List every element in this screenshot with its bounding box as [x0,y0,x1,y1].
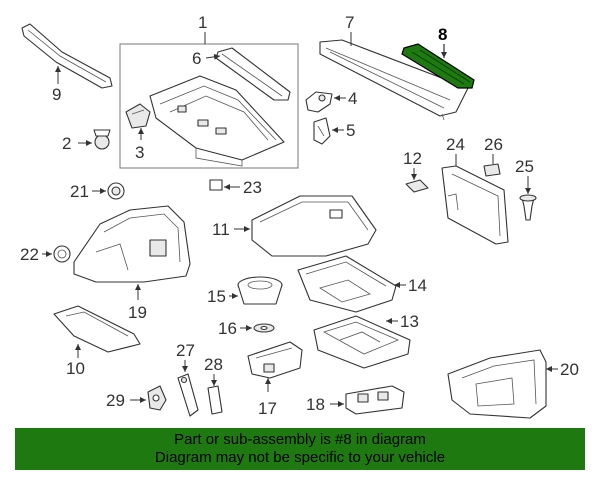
part-9-rail[interactable] [21,23,113,89]
sub-assembly-box-1 [119,43,299,169]
part-13-tub[interactable] [313,315,411,369]
callout-18: 18 [306,395,325,414]
callout-16: 16 [218,319,237,338]
part-3-bracket[interactable] [125,103,151,129]
callout-17: 17 [258,399,277,418]
part-7-cover[interactable] [319,39,469,121]
callout-6: 6 [192,49,201,68]
part-8-highlighted[interactable] [401,43,475,89]
banner-line-2: Diagram may not be specific to your vehi… [154,449,446,466]
callout-2: 2 [62,134,71,153]
callout-3: 3 [135,143,144,162]
callout-11: 11 [212,220,230,239]
callout-10: 10 [66,359,85,378]
callout-29: 29 [106,391,125,410]
banner-line-1: Part or sub-assembly is #8 in diagram [174,431,426,448]
callout-23: 23 [243,178,262,197]
callout-4: 4 [348,89,357,108]
part-17-holder[interactable] [247,341,303,379]
part-24-side-trim[interactable] [441,165,509,245]
callout-14: 14 [408,276,427,295]
callout-22: 22 [20,245,39,264]
part-12-clip[interactable] [405,179,429,193]
callout-7: 7 [345,13,354,32]
part-20-side-trim[interactable] [447,349,547,419]
part-19-side-trim[interactable] [73,205,191,283]
part-21-grommet[interactable] [107,182,125,200]
part-25-push-pin[interactable] [519,194,537,221]
callout-24: 24 [446,135,465,154]
part-2-clip[interactable] [93,129,111,150]
callout-25: 25 [515,157,534,176]
part-4-hinge[interactable] [305,91,333,113]
part-28-small-cylinder[interactable] [207,385,223,415]
callout-5: 5 [346,121,355,140]
part-22-cap[interactable] [53,245,71,263]
part-11-floor-mat[interactable] [251,195,377,257]
callout-13: 13 [400,312,419,331]
callout-19: 19 [128,303,147,322]
callout-21: 21 [70,182,89,201]
part-26-clip[interactable] [483,163,501,177]
part-23-item[interactable] [209,179,223,191]
callout-20: 20 [560,360,579,379]
callout-28: 28 [204,355,223,374]
part-16-washer[interactable] [253,323,275,333]
callout-9: 9 [52,85,61,104]
part-5-bracket[interactable] [313,117,331,145]
callout-1: 1 [198,13,207,32]
part-10-liner[interactable] [53,305,141,353]
callout-15: 15 [207,287,226,306]
part-18-bracket[interactable] [345,385,405,415]
part-27-cylinder[interactable] [177,373,199,417]
part-29-bolt[interactable] [147,385,167,411]
callout-26: 26 [484,135,503,154]
part-14-tray[interactable] [297,255,397,313]
part-15-bowl[interactable] [237,276,283,305]
callout-27: 27 [176,341,195,360]
callout-12: 12 [403,149,422,168]
part-1-package-tray[interactable] [149,75,285,167]
callout-8: 8 [438,25,447,44]
notice-banner: Part or sub-assembly is #8 in diagram Di… [15,428,585,470]
